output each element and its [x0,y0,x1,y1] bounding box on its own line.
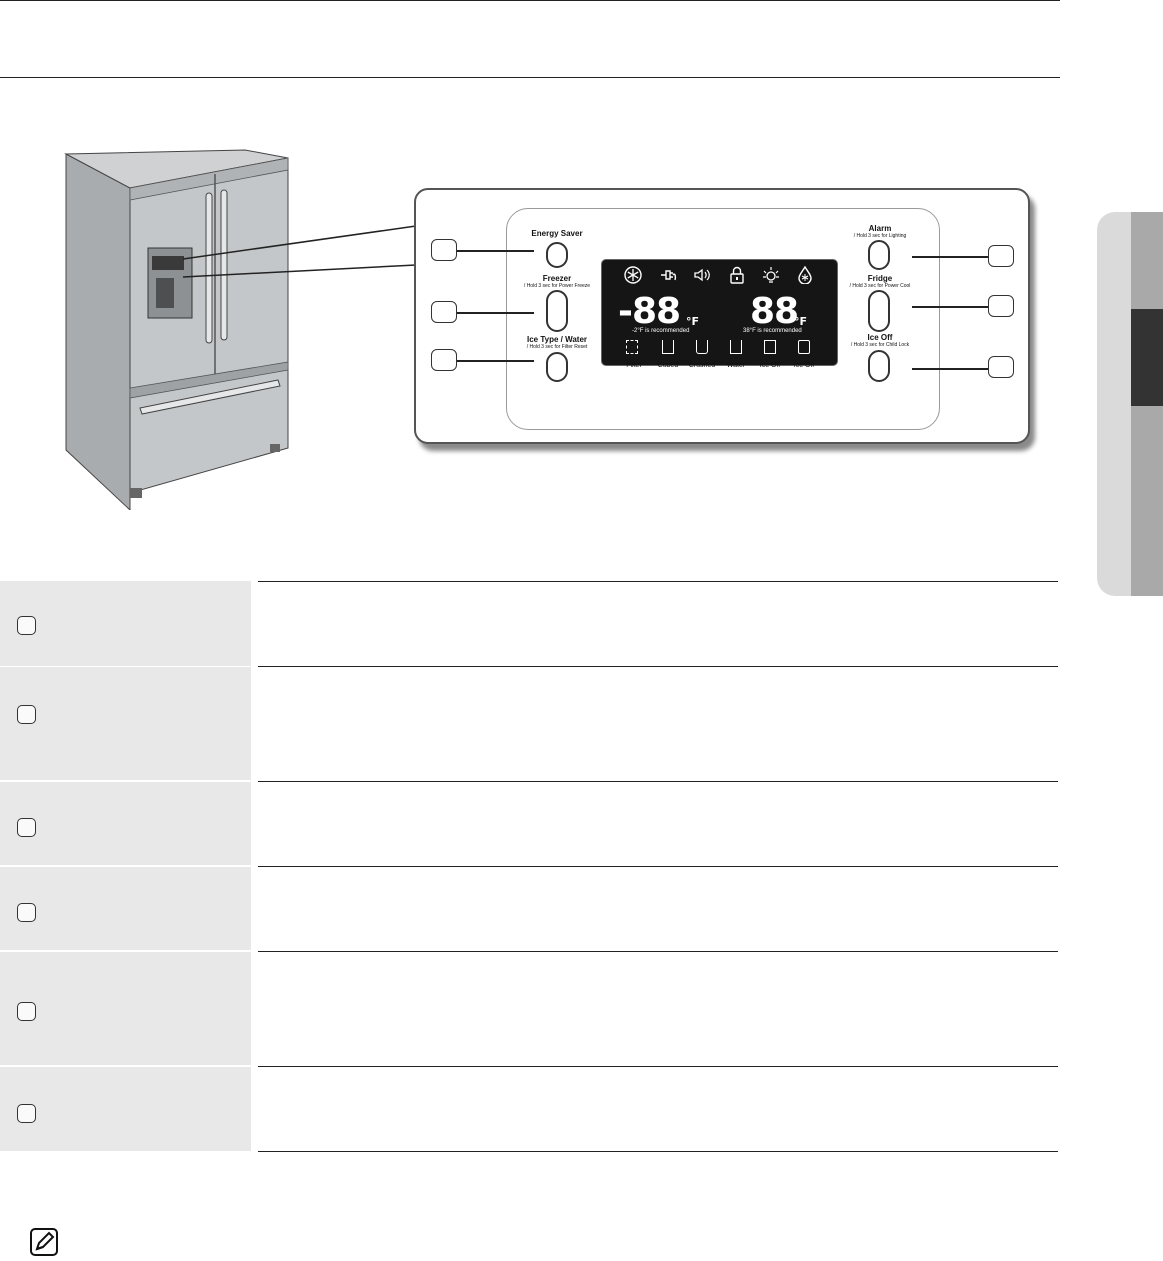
row-top-rule [258,666,1058,667]
alarm-label: Alarm [868,224,892,233]
chapter-tab-light [1097,212,1137,596]
chapter-tab [1097,212,1163,596]
filter-icon [626,340,638,354]
row-marker [17,705,36,724]
freezer-label: Freezer [542,274,572,283]
row-label-cell [0,667,251,780]
mode-label-ice-off: Ice Off [759,362,781,369]
fridge-sub-label: / Hold 3 sec for Power Cool [849,283,911,289]
row-marker [17,616,36,635]
description-row [0,1066,1163,1152]
header-bottom-rule [0,77,1060,78]
row-top-rule [258,581,1058,582]
row-marker [17,1002,36,1021]
callout-leader [457,312,534,314]
ice-type-water-sub-label: / Hold 3 sec for Filter Reset [526,344,588,350]
row-top-rule [258,951,1058,952]
fridge-temp-unit: °F [794,315,808,328]
mode-label-crushed: Crushed [688,362,716,369]
ice-off-icon [798,340,810,354]
description-row [0,781,1163,866]
mode-label-filter: Filter [626,362,642,369]
freezer-sub-label: / Hold 3 sec for Power Freeze [523,283,591,289]
row-marker [17,903,36,922]
refrigerator-illustration [60,148,300,515]
speaker-icon [693,266,711,284]
ice-type-water-label: Ice Type / Water [526,335,588,344]
ice-type-water-button[interactable] [546,352,568,382]
description-row [0,581,1163,666]
mode-label-ice-off: Ice Off [793,362,815,369]
lcd-display: -88 °F -2°F is recommended 88 °F 38°F is… [601,259,838,366]
ice-off-button[interactable] [868,350,890,382]
cubed-ice-icon [662,340,674,354]
fridge-recommendation: 38°F is recommended [743,328,802,334]
callout-marker [431,239,457,261]
row-label-cell [0,952,251,1065]
callout-marker [431,301,457,323]
row-top-rule [258,1066,1058,1067]
chapter-tab-active [1131,309,1163,406]
fridge-label: Fridge [867,274,893,283]
freezer-recommendation: -2°F is recommended [632,328,690,334]
callout-marker [988,356,1014,378]
light-icon [762,266,780,284]
row-label-cell [0,581,251,666]
fridge-temp-readout: 88 [750,291,799,332]
header-top-rule [0,0,1060,1]
row-label-cell [0,867,251,950]
ice-off-label: Ice Off [867,333,893,342]
freezer-temp-readout: -88 [618,291,681,332]
drop-icon [796,265,814,285]
row-top-rule [258,781,1058,782]
callout-marker [988,295,1014,317]
ice-off-sub-label: / Hold 3 sec for Child Lock [850,342,910,348]
callout-leader [912,306,988,308]
mode-label-water: Water [726,362,746,369]
description-row [0,951,1163,1066]
energy-saver-button[interactable] [546,242,568,268]
row-marker [17,1104,36,1123]
note-icon [30,1228,58,1256]
snowflake-icon [624,266,642,284]
callout-leader [912,256,988,258]
fridge-button[interactable] [868,290,890,332]
callout-leader [457,250,534,252]
freezer-button[interactable] [546,290,568,332]
freezer-temp-unit: °F [686,315,700,328]
description-row [0,666,1163,781]
row-top-rule [258,866,1058,867]
panel-connector [182,225,417,278]
callout-leader [457,360,534,362]
alarm-sub-label: / Hold 3 sec for Lighting [853,233,907,239]
water-icon [730,340,742,354]
plug-icon [659,266,677,284]
crushed-ice-icon [696,340,708,354]
row-label-cell [0,782,251,865]
ice-off-icon [764,340,776,354]
description-row [0,866,1163,951]
row-bottom-rule [258,1151,1058,1152]
lock-icon [728,266,746,284]
panel-face [506,208,940,430]
callout-marker [431,349,457,371]
row-marker [17,818,36,837]
row-label-cell [0,1067,251,1151]
callout-marker [988,245,1014,267]
callout-leader [912,368,988,370]
mode-label-cubed: Cubed [657,362,679,369]
energy-saver-label: Energy Saver [531,229,583,238]
alarm-button[interactable] [868,240,890,270]
